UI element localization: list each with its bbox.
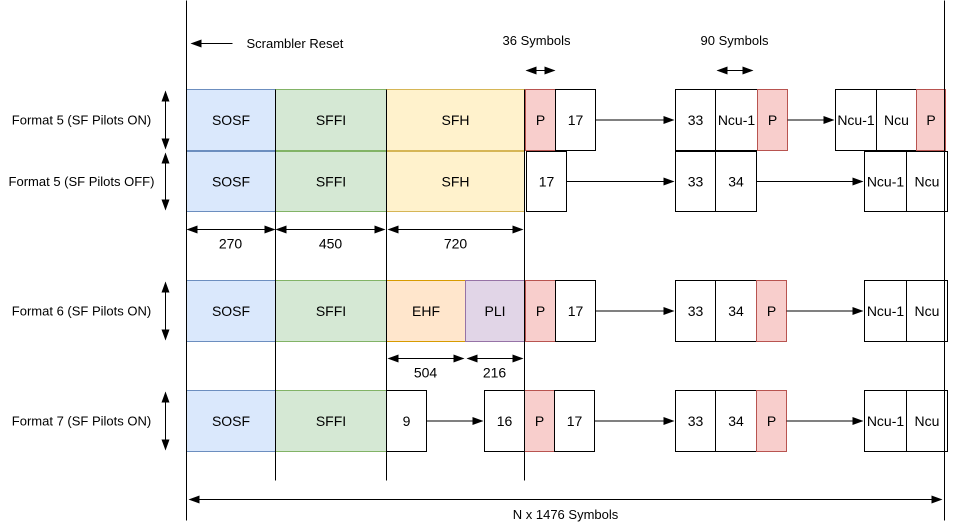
block-ncu-1: [864, 280, 907, 342]
block-label-sfh: SFH: [442, 174, 470, 190]
block-p: [525, 280, 556, 342]
block-label-17: 17: [567, 413, 583, 429]
block-label-p: P: [768, 112, 777, 128]
block-label-17: 17: [568, 112, 584, 128]
block-label-33: 33: [688, 174, 704, 190]
block-label-ncu-1: Ncu-1: [837, 112, 875, 128]
block-ncu-1: [835, 89, 877, 151]
block-16: [484, 390, 525, 452]
block-pli: [465, 280, 525, 342]
scrambler-reset-label: Scrambler Reset: [247, 36, 344, 51]
block-33: [675, 89, 716, 151]
total-length-label: N x 1476 Symbols: [513, 507, 619, 522]
dimension-label-720: 720: [444, 236, 468, 252]
block-label-sosf: SOSF: [212, 174, 250, 190]
row-label-3: Format 7 (SF Pilots ON): [12, 414, 151, 429]
block-label-p: P: [536, 112, 545, 128]
block-sffi: [275, 280, 387, 342]
block-sfh: [386, 89, 525, 151]
block-label-17: 17: [568, 303, 584, 319]
block-label-34: 34: [728, 303, 744, 319]
dimension-label-270: 270: [219, 236, 243, 252]
block-33: [675, 280, 716, 342]
block-label-33: 33: [688, 303, 704, 319]
dimension-label-216: 216: [483, 365, 507, 381]
block-ncu: [906, 280, 948, 342]
block-ncu: [876, 89, 917, 151]
block-label-pli: PLI: [484, 303, 505, 319]
block-label-p: P: [767, 413, 776, 429]
block-label-ncu: Ncu: [915, 413, 940, 429]
block-9: [386, 390, 427, 452]
row-label-1: Format 5 (SF Pilots OFF): [9, 174, 155, 189]
block-17: [554, 390, 595, 452]
block-label-16: 16: [497, 413, 513, 429]
block-ncu: [906, 390, 948, 452]
symbols-90-label: 90 Symbols: [701, 33, 769, 48]
row-label-0: Format 5 (SF Pilots ON): [12, 113, 151, 128]
block-label-sfh: SFH: [442, 112, 470, 128]
block-p: [756, 390, 787, 452]
block-label-34: 34: [728, 174, 744, 190]
symbols-36-label: 36 Symbols: [503, 33, 571, 48]
block-p: [916, 89, 946, 151]
block-label-33: 33: [688, 413, 704, 429]
block-label-p: P: [767, 303, 776, 319]
block-ncu: [906, 151, 948, 212]
row-label-2: Format 6 (SF Pilots ON): [12, 304, 151, 319]
block-17: [526, 151, 567, 212]
block-ncu-1: [864, 151, 907, 212]
dimension-label-504: 504: [414, 365, 438, 381]
block-label-sffi: SFFI: [316, 112, 346, 128]
block-label-ncu: Ncu: [915, 303, 940, 319]
block-label-ncu: Ncu: [884, 112, 909, 128]
block-ncu-1: [715, 89, 758, 151]
block-33: [675, 390, 716, 452]
dimension-label-450: 450: [319, 236, 343, 252]
block-33: [675, 151, 716, 212]
block-label-sffi: SFFI: [316, 303, 346, 319]
block-label-p: P: [536, 303, 545, 319]
block-label-p: P: [535, 413, 544, 429]
block-p: [757, 89, 788, 151]
block-label-ncu-1: Ncu-1: [867, 174, 905, 190]
block-sffi: [275, 151, 387, 212]
block-label-sosf: SOSF: [212, 112, 250, 128]
block-p: [756, 280, 787, 342]
block-34: [715, 280, 757, 342]
block-34: [715, 151, 757, 212]
block-label-sosf: SOSF: [212, 413, 250, 429]
block-sffi: [275, 390, 387, 452]
block-label-sffi: SFFI: [316, 174, 346, 190]
block-label-p: P: [926, 112, 935, 128]
block-sosf: [186, 151, 276, 212]
block-label-34: 34: [728, 413, 744, 429]
block-label-ncu-1: Ncu-1: [867, 413, 905, 429]
block-label-ncu-1: Ncu-1: [718, 112, 756, 128]
block-label-sffi: SFFI: [316, 413, 346, 429]
block-17: [555, 89, 596, 151]
block-label-sosf: SOSF: [212, 303, 250, 319]
block-sffi: [275, 89, 387, 151]
block-label-ncu: Ncu: [915, 174, 940, 190]
block-sfh: [386, 151, 525, 212]
block-label-17: 17: [539, 174, 555, 190]
block-label-ehf: EHF: [412, 303, 440, 319]
block-sosf: [186, 89, 276, 151]
block-ncu-1: [864, 390, 907, 452]
block-label-ncu-1: Ncu-1: [867, 303, 905, 319]
block-label-33: 33: [688, 112, 704, 128]
block-label-9: 9: [403, 413, 411, 429]
